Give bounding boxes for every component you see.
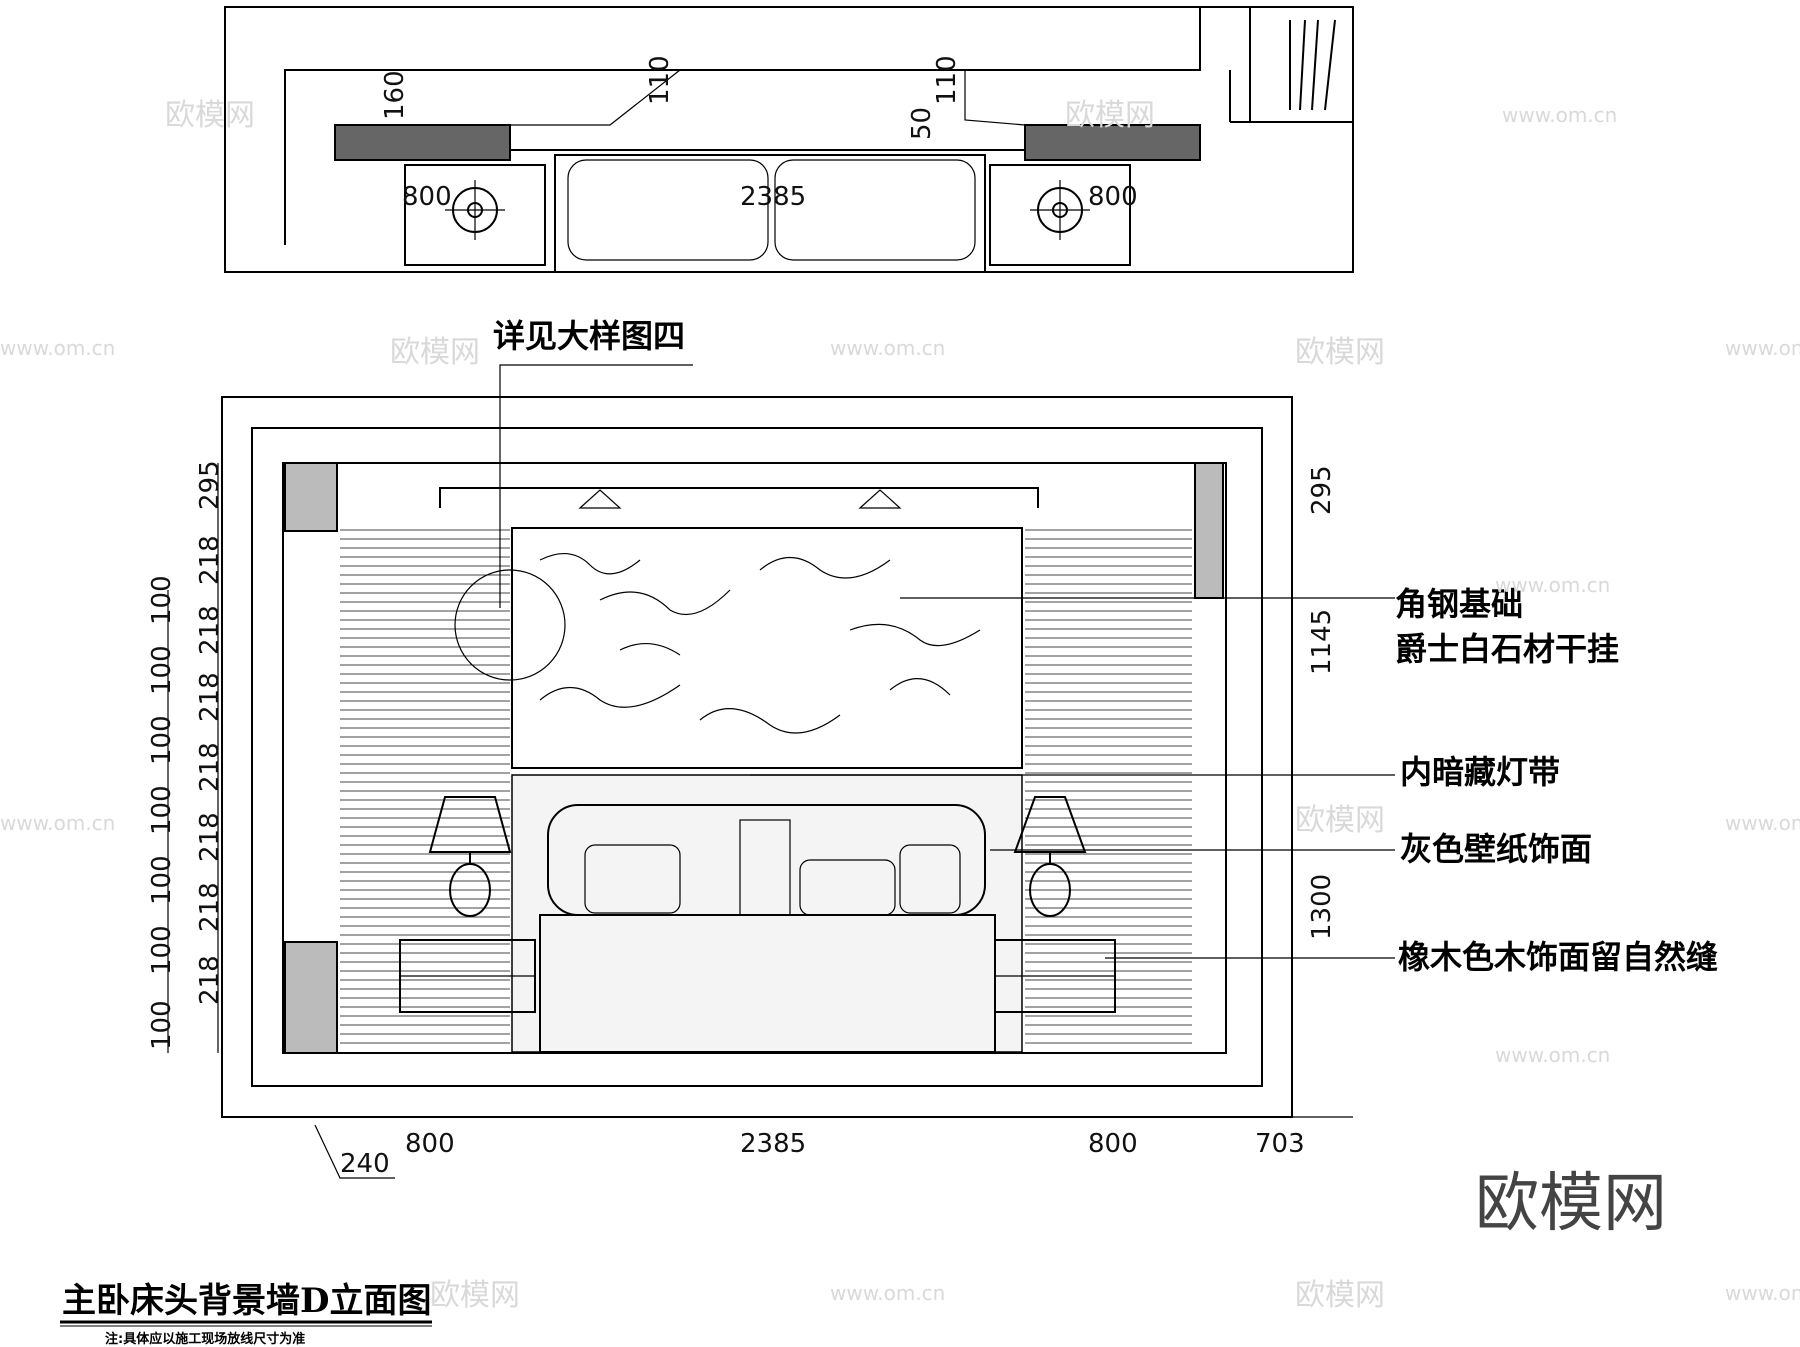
left-dim-100-3: 100 [147,715,177,765]
plan-dim-50: 50 [907,107,937,140]
watermark-brand: 欧模网 [1295,803,1385,838]
left-dim-100-2: 100 [147,645,177,695]
watermark-url: www.om.cn [0,811,115,835]
plan-dim-800-right: 800 [1088,182,1138,212]
watermark-url: www.om.cn [830,336,945,360]
left-dim-218-3: 218 [195,672,225,722]
watermark-url: www.om.cn [1495,573,1610,597]
watermark-url: www.om.cn [1725,1281,1800,1305]
lamp-shade-right [1013,796,1087,853]
plan-dim-110b: 110 [932,55,962,105]
watermark-brand: 欧模网 [165,98,255,133]
bottom-dim-800-left: 800 [405,1129,455,1159]
annotation-jazz-white-stone: 爵士白石材干挂 [1395,630,1619,668]
left-dim-218-2: 218 [195,605,225,655]
title-block: 主卧床头背景墙D立面图 注:具体应以施工现场放线尺寸为准 [60,1281,432,1347]
annotation-oak-wood-veneer: 橡木色木饰面留自然缝 [1398,938,1718,976]
left-dim-100-5: 100 [147,855,177,905]
left-dim-218-6: 218 [195,882,225,932]
annotation-grey-wallpaper: 灰色壁纸饰面 [1400,830,1592,868]
marble-panel [511,527,1023,769]
watermark-brand-large: 欧模网 [1475,1167,1667,1241]
elevation-view: 详见大样图四 295 218 218 218 218 218 218 218 1… [147,317,1718,1179]
watermark-brand: 欧模网 [390,335,480,370]
annotation-hidden-light-strip: 内暗藏灯带 [1400,753,1560,791]
detail-callout-circle [454,569,566,681]
watermark-brand: 欧模网 [1295,1278,1385,1313]
wood-panel-right [1025,529,1192,1044]
left-column-lower [284,941,338,1054]
right-dim-295: 295 [1307,465,1337,515]
left-dim-218-1: 218 [195,535,225,585]
drawing-title: 主卧床头背景墙D立面图 [62,1281,431,1321]
bottom-dim-2385: 2385 [740,1129,806,1159]
watermark-brand: 欧模网 [430,1278,520,1313]
left-dim-100-6: 100 [147,925,177,975]
drawing-note: 注:具体应以施工现场放线尺寸为准 [105,1331,305,1347]
watermark-url: www.om.cn [1502,103,1617,127]
plan-view: 160 110 110 50 800 2385 800 [224,6,1354,273]
left-dim-100-7: 100 [147,1000,177,1050]
right-column [1194,462,1224,599]
watermarks: 欧模网 欧模网 欧模网 www.om.cn 欧模网 欧模网 www.om.cn … [0,98,1800,1313]
left-dim-295: 295 [195,460,225,510]
plan-dim-160: 160 [380,70,410,120]
watermark-url: www.om.cn [1725,336,1800,360]
plan-dim-800-left: 800 [402,182,452,212]
left-dim-218-5: 218 [195,812,225,862]
lamp-shade-left [428,796,512,853]
bottom-dim-703: 703 [1255,1129,1305,1159]
watermark-url: www.om.cn [830,1281,945,1305]
watermark-url: www.om.cn [1725,811,1800,835]
left-dim-218-7: 218 [195,955,225,1005]
bottom-dim-800-right: 800 [1088,1129,1138,1159]
left-dim-218-4: 218 [195,742,225,792]
plan-dim-2385: 2385 [740,182,806,212]
plan-dim-110a: 110 [645,55,675,105]
left-dim-100-4: 100 [147,785,177,835]
detail-callout-label: 详见大样图四 [493,317,685,355]
left-column-upper [284,462,338,532]
left-dim-100-1: 100 [147,575,177,625]
watermark-url: www.om.cn [1495,1043,1610,1067]
watermark-url: www.om.cn [0,336,115,360]
annotation-angle-steel: 角钢基础 [1395,585,1523,623]
watermark-brand: 欧模网 [1065,98,1155,133]
bottom-dim-240: 240 [340,1149,390,1179]
watermark-brand: 欧模网 [1295,335,1385,370]
wood-panel-left [340,529,510,1044]
right-dim-1300: 1300 [1307,874,1337,940]
right-dim-1145: 1145 [1307,609,1337,675]
